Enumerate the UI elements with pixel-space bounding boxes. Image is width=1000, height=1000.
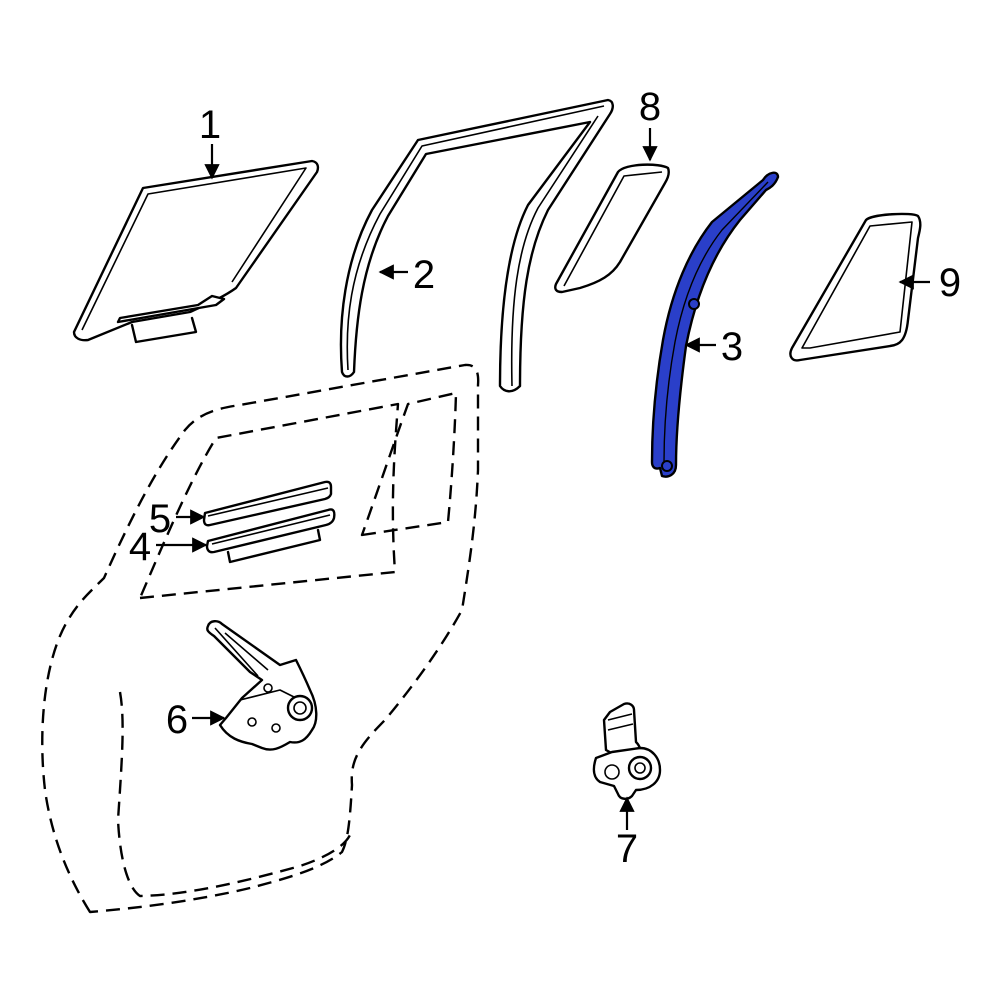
callout-5: 5 xyxy=(149,497,171,541)
quarter-glass-part[interactable] xyxy=(554,163,670,294)
run-channel-part[interactable] xyxy=(339,98,614,393)
callout-3: 3 xyxy=(721,325,743,369)
callout-9: 9 xyxy=(939,261,961,305)
callout-1: 1 xyxy=(199,103,221,147)
vent-window-part[interactable] xyxy=(789,212,922,362)
callout-2: 2 xyxy=(413,253,435,297)
belt-molding-inner-part[interactable] xyxy=(205,508,336,564)
door-glass-part[interactable] xyxy=(72,159,320,344)
callout-7: 7 xyxy=(616,827,638,871)
window-motor-part[interactable] xyxy=(592,702,662,800)
door-shell-outline xyxy=(41,363,480,914)
callout-labels: 1 2 3 4 5 6 7 8 9 xyxy=(129,85,961,871)
callout-4: 4 xyxy=(129,525,151,569)
leader-lines xyxy=(156,128,930,830)
window-regulator-part[interactable] xyxy=(206,620,318,751)
center-sash-channel-part[interactable] xyxy=(650,171,780,478)
callout-6: 6 xyxy=(166,698,188,742)
callout-8: 8 xyxy=(639,85,661,129)
